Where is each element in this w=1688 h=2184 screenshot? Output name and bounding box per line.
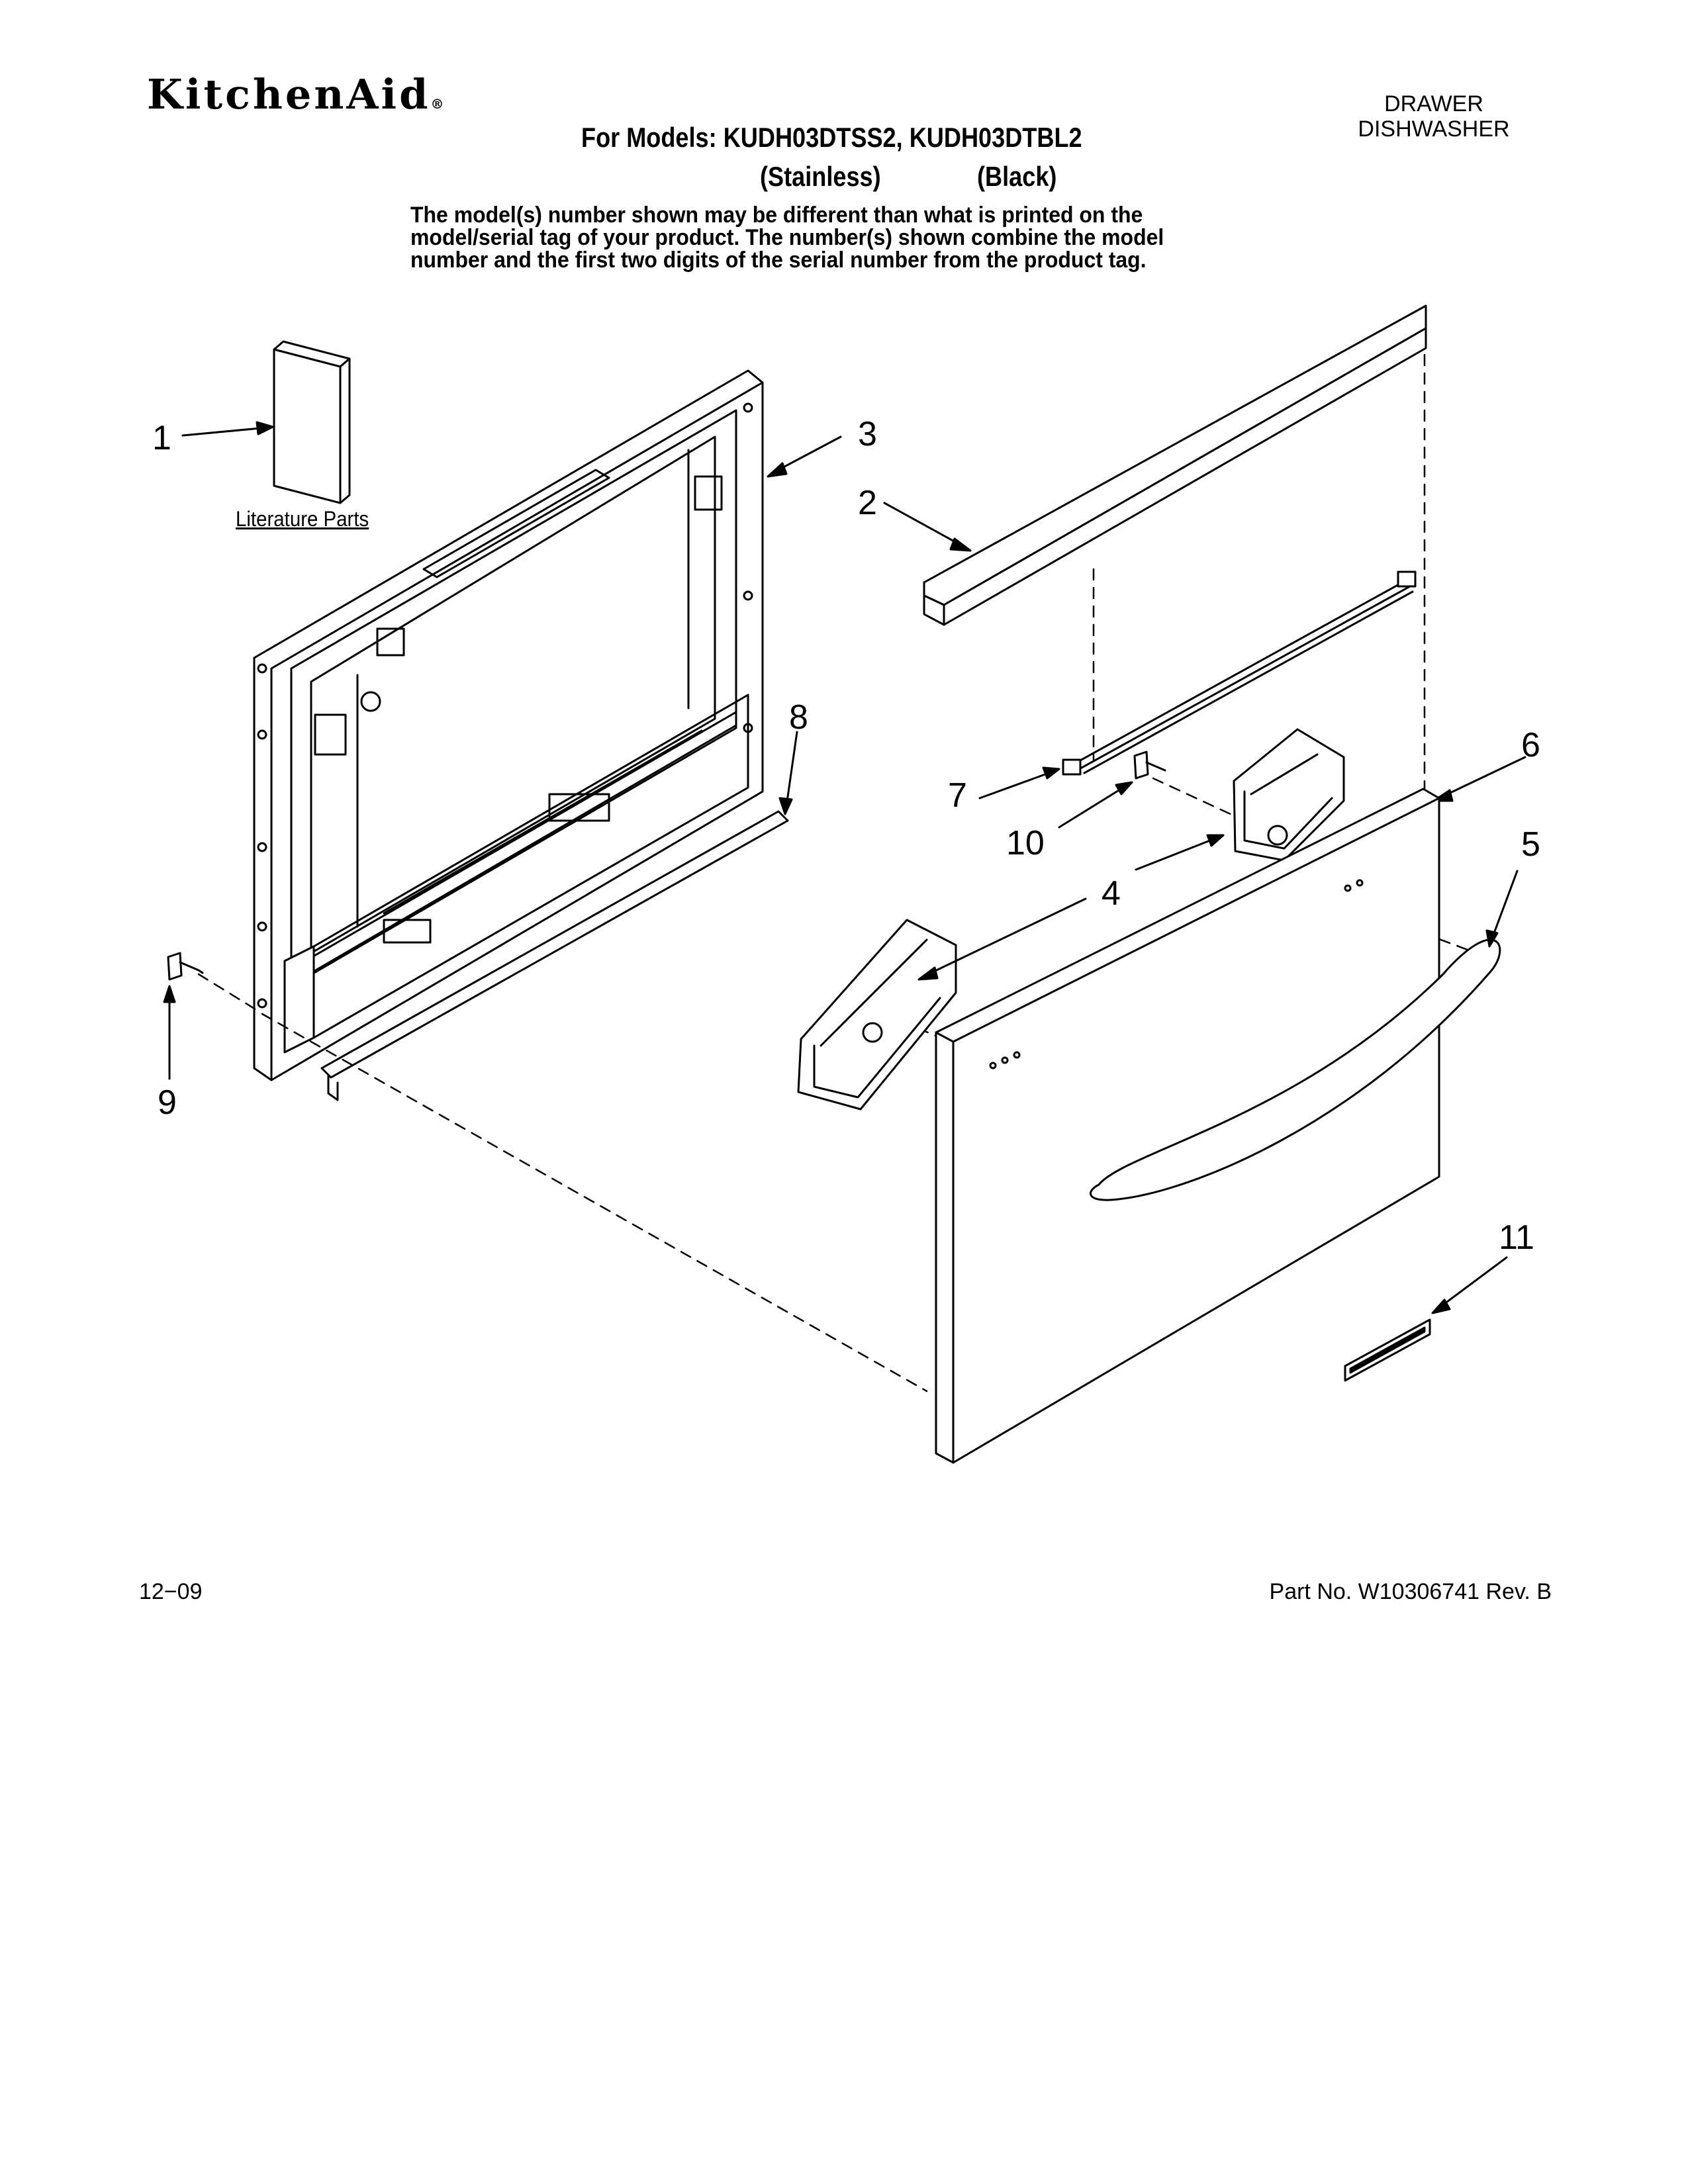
variant-stainless: (Stainless) xyxy=(760,161,881,192)
callout-8: 8 xyxy=(789,698,808,737)
callout-4: 4 xyxy=(1102,874,1121,913)
note-line-3: number and the first two digits of the s… xyxy=(410,248,1147,273)
model-number-note: The model(s) number shown may be differe… xyxy=(410,204,1337,271)
wire-harness xyxy=(1062,570,1417,776)
callout-1: 1 xyxy=(152,419,171,457)
control-panel-bar xyxy=(923,304,1427,626)
brand-logo: KitchenAid® xyxy=(147,74,444,115)
callout-3: 3 xyxy=(858,415,877,453)
callout-9: 9 xyxy=(158,1083,177,1122)
brand-badge xyxy=(1344,1318,1431,1382)
part-number: Part No. W10306741 Rev. B xyxy=(1269,1579,1552,1604)
models-heading: For Models: KUDH03DTSS2, KUDH03DTBL2 xyxy=(581,122,1082,153)
product-category: DRAWER DISHWASHER xyxy=(1335,91,1533,142)
bracket-right xyxy=(1233,728,1345,862)
inner-door-panel xyxy=(253,369,764,1081)
callout-7: 7 xyxy=(948,776,967,815)
bottom-trim-strip xyxy=(320,810,789,1101)
category-line-2: DISHWASHER xyxy=(1358,116,1510,142)
callout-5: 5 xyxy=(1521,825,1540,864)
callout-2: 2 xyxy=(858,484,877,522)
category-line-1: DRAWER xyxy=(1384,91,1483,116)
callout-10: 10 xyxy=(1006,824,1045,862)
bracket-left xyxy=(797,919,957,1111)
screw-left xyxy=(167,952,204,981)
registered-mark: ® xyxy=(430,96,444,112)
screw-right xyxy=(1133,751,1166,780)
variant-black: (Black) xyxy=(977,161,1057,192)
note-line-1: The model(s) number shown may be differe… xyxy=(410,203,1143,228)
brand-name: KitchenAid xyxy=(147,70,431,118)
door-front-panel xyxy=(935,788,1440,1464)
revision-date: 12−09 xyxy=(139,1579,203,1604)
door-handle xyxy=(1090,938,1501,1201)
callout-6: 6 xyxy=(1521,726,1540,764)
note-line-2: model/serial tag of your product. The nu… xyxy=(410,225,1164,250)
callout-11: 11 xyxy=(1499,1218,1534,1257)
literature-booklet xyxy=(273,340,351,504)
literature-parts-label: Literature Parts xyxy=(236,507,369,531)
